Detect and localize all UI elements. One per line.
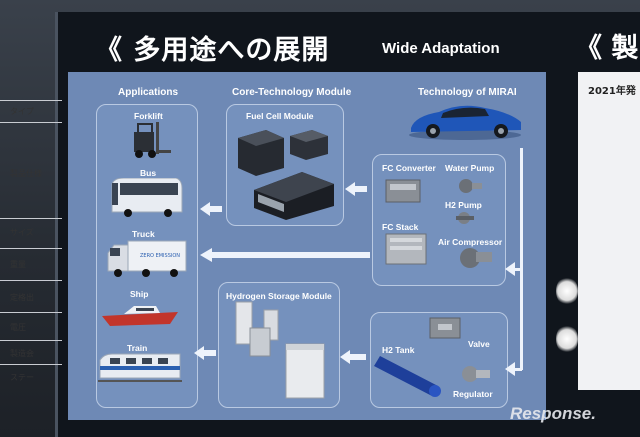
hydrogen-storage-module-label: Hydrogen Storage Module — [226, 291, 332, 301]
arrow-fc-to-apps — [200, 248, 370, 262]
app-label-ship: Ship — [130, 289, 149, 299]
arrow-to-fc-components — [510, 268, 522, 271]
water-pump-label: Water Pump — [445, 163, 495, 173]
app-label-forklift: Forklift — [134, 111, 163, 121]
mirai-car-image — [409, 105, 521, 140]
page-title-jp: 《 多用途への展開 — [95, 35, 330, 66]
fc-stack-label: FC Stack — [382, 222, 419, 232]
fc-components-image — [385, 179, 492, 268]
ship-icon — [102, 306, 178, 326]
app-label-bus: Bus — [140, 168, 157, 178]
spec-row-divider — [0, 218, 62, 219]
spec-row-divider — [0, 312, 62, 313]
truck-icon: ZERO EMISSION — [107, 240, 187, 277]
section-mirai: Technology of MIRAI — [418, 87, 517, 98]
h2-components-image — [374, 317, 490, 397]
spec-row-manufacturer: 製造会 — [10, 349, 34, 358]
spec-row-size: サイズ — [10, 228, 34, 237]
arrow-head-fc-components — [505, 262, 515, 276]
regulator-label: Regulator — [453, 389, 493, 399]
train-icon — [98, 353, 182, 382]
spec-table — [578, 72, 640, 390]
spec-row-divider — [0, 340, 62, 341]
spec-row-divider — [0, 280, 62, 281]
arrow-h2-to-module — [340, 350, 366, 364]
bus-icon — [111, 178, 183, 217]
page-title-en: Wide Adaptation — [382, 40, 500, 57]
air-compressor-label: Air Compressor — [438, 237, 503, 247]
h2-pump-label: H2 Pump — [445, 200, 482, 210]
spec-row-weight: 重量 — [10, 260, 26, 269]
spec-row-rated-output: 定格出 — [10, 293, 34, 302]
app-label-truck: Truck — [132, 229, 155, 239]
arrow-to-h2-components — [512, 368, 522, 371]
response-watermark: Response. — [510, 404, 596, 423]
hydrogen-storage-image — [235, 301, 325, 399]
section-core-module: Core-Technology Module — [232, 87, 352, 98]
spec-table-title: 2021年発 — [588, 86, 636, 97]
spec-row-type: タイプ — [10, 107, 34, 116]
page-title-jp-right: 《 製 — [575, 33, 639, 64]
spec-row-divider — [0, 248, 62, 249]
app-label-train: Train — [127, 343, 148, 353]
section-applications: Applications — [118, 87, 179, 98]
spec-row-product: 製品仕様 — [10, 169, 42, 178]
arrow-mirai-down — [520, 148, 523, 370]
svg-text:ZERO EMISSION: ZERO EMISSION — [140, 253, 180, 259]
forklift-icon — [134, 122, 171, 158]
fuel-cell-module-label: Fuel Cell Module — [246, 111, 314, 121]
spec-row-divider — [0, 364, 62, 365]
light-reflection — [556, 324, 578, 354]
h2-tank-label: H2 Tank — [382, 345, 415, 355]
spec-row-voltage: 電圧 — [10, 323, 26, 332]
fc-converter-label: FC Converter — [382, 163, 436, 173]
spec-row-divider — [0, 100, 62, 101]
spec-row-divider — [0, 122, 62, 123]
fuel-cell-module-image — [238, 130, 334, 220]
light-reflection — [556, 276, 578, 306]
spec-row-stage: ステー — [10, 373, 34, 382]
arrow-module-to-apps-1 — [200, 202, 222, 216]
arrow-storage-to-apps — [194, 346, 216, 360]
arrow-head-h2-components — [505, 362, 515, 376]
arrow-fc-to-module — [345, 182, 367, 196]
valve-label: Valve — [468, 339, 490, 349]
